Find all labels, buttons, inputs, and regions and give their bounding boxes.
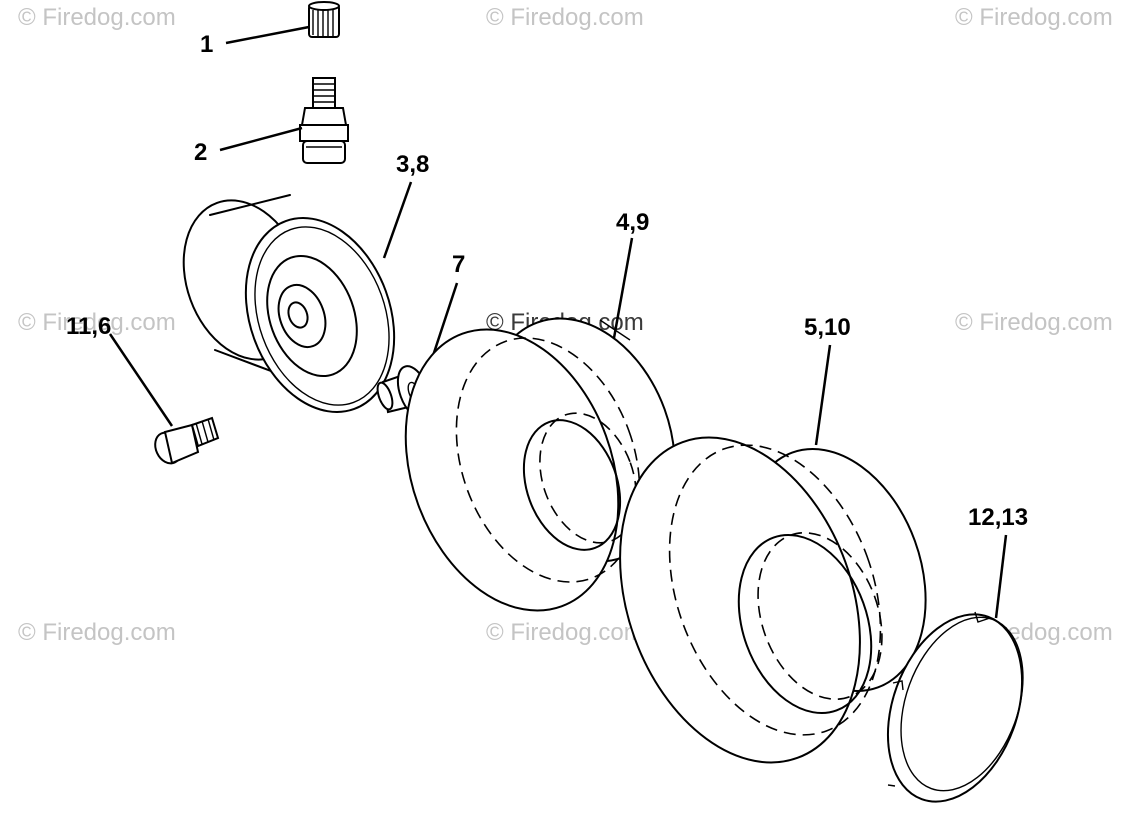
callout-tire-front: 4,9: [616, 209, 649, 236]
watermark-top-right: © Firedog.com: [955, 4, 1113, 31]
watermark-bottom-left: © Firedog.com: [18, 619, 176, 646]
leader-tire-rear: [814, 344, 832, 446]
callout-hub-cap: 12,13: [968, 504, 1028, 531]
leader-tire-front: [612, 237, 634, 339]
watermark-mid-right: © Firedog.com: [955, 309, 1113, 336]
tire-front: [404, 317, 676, 612]
callout-valve-stem: 2: [194, 139, 207, 166]
watermark-mid-left: © Firedog.com: [18, 309, 176, 336]
leader-valve-cap: [225, 25, 310, 45]
leader-grease-fitting: [108, 333, 174, 427]
leader-hub-cap: [994, 534, 1008, 619]
hub-cap: [886, 611, 1024, 803]
valve-stem: [299, 77, 349, 164]
leader-rim: [382, 181, 413, 259]
grease-fitting: [154, 416, 220, 465]
tire-rear: [619, 436, 927, 764]
callout-valve-cap: 1: [200, 31, 213, 58]
watermark-top-center: © Firedog.com: [486, 4, 644, 31]
leader-valve-stem: [219, 126, 303, 152]
callout-bushing: 7: [452, 251, 465, 278]
callout-tire-rear: 5,10: [804, 314, 851, 341]
watermark-bottom-center: © Firedog.com: [486, 619, 644, 646]
valve-cap: [308, 1, 340, 38]
callout-grease-fitting: 11,6: [66, 313, 111, 340]
callout-rim: 3,8: [396, 151, 429, 178]
watermark-top-left: © Firedog.com: [18, 4, 176, 31]
rim: [182, 194, 396, 413]
